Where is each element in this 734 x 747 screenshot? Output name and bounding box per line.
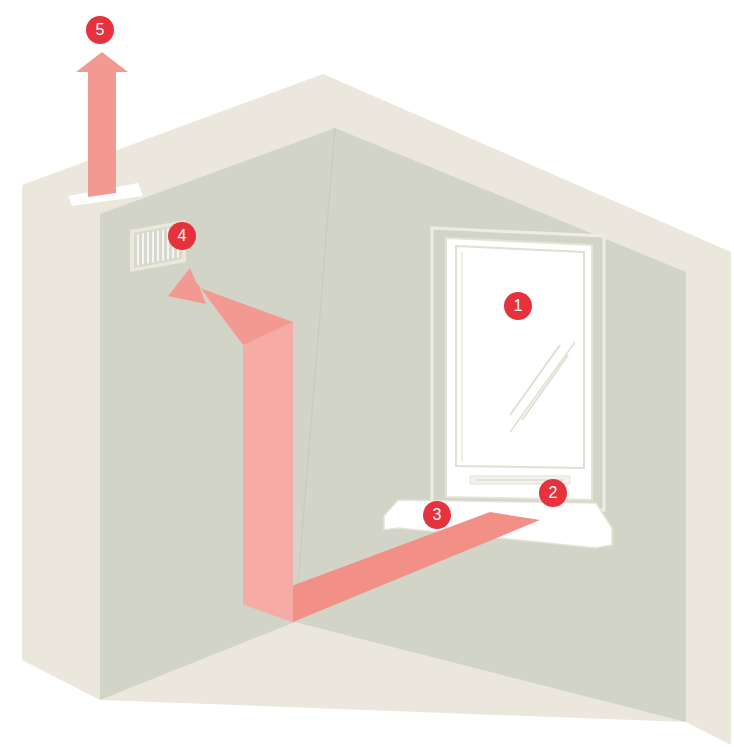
wall-face [100,128,686,722]
callout-text: 3 [433,507,442,523]
callout-text: 2 [549,485,558,501]
callout-number: 1 [504,292,532,320]
callout-text: 1 [514,298,523,314]
outflow-arrow [76,52,128,197]
callout-number: 2 [539,479,567,507]
callout-number: 4 [168,222,196,250]
callout-text: 5 [96,22,105,38]
callout-text: 4 [178,228,187,244]
window [432,228,604,510]
wall-corner [295,128,335,622]
airflow-arrow [168,268,540,622]
wall-top [22,74,731,745]
callout-number: 5 [86,16,114,44]
callout-number: 3 [423,501,451,529]
